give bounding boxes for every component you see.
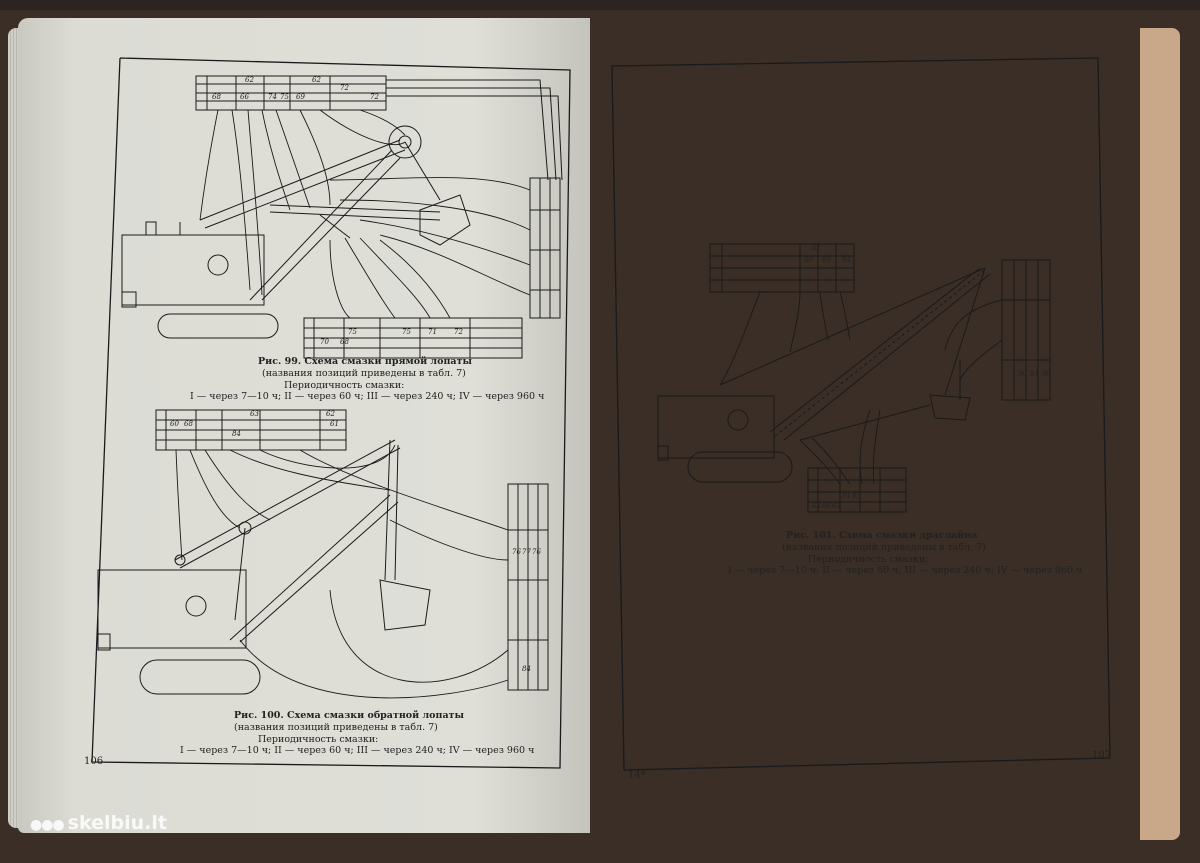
fig101-top-table [709, 243, 855, 293]
fig99-cell: 66 [240, 93, 249, 101]
fig101-cell: 61 [812, 244, 821, 252]
fig101-bottom-cell: 65 [812, 502, 821, 510]
fig101-bottom-cell: 95 [852, 492, 861, 500]
watermark-logo-icon: ●●● [30, 817, 65, 833]
fig101-period-label: Периодичность смазки: [808, 554, 929, 565]
fig100-cell: 68 [184, 420, 193, 428]
fig99-cell: 62 [312, 76, 321, 84]
fig99-cell: 62 [245, 76, 254, 84]
fig100-backhoe [97, 439, 431, 695]
fig101-period-text: I — через 7—10 ч; II — через 60 ч; III —… [728, 565, 1083, 576]
fig101-side-table [1001, 259, 1051, 401]
fig100-side-cell: 77 [522, 548, 531, 556]
fig100-cell: 60 [170, 420, 179, 428]
fig99-period-text: I — через 7—10 ч; II — через 60 ч; III —… [190, 391, 545, 402]
fig99-bottom-cell: 71 [428, 328, 437, 336]
fig101-dragline [657, 267, 991, 483]
fig101-bottom-cell: 67 [832, 502, 841, 510]
fig99-cell: 68 [212, 93, 221, 101]
fig100-subtitle: (названия позиций приведены в табл. 7) [234, 722, 438, 733]
book-edge [1140, 28, 1180, 840]
fig100-cell: 63 [250, 410, 259, 418]
fig99-bottom-table [303, 317, 523, 359]
right-footer-mark: 14* [628, 770, 646, 781]
fig99-top-table [195, 75, 387, 111]
fig101-subtitle: (названия позиций приведены в табл. 7) [782, 542, 986, 553]
fig101-cell: 89 [822, 256, 831, 264]
fig100-cell: 84 [232, 430, 241, 438]
fig99-bottom-cell: 75 [348, 328, 357, 336]
fig101-side-cell: 91 [1030, 370, 1039, 378]
fig101-side-cell: 90 [1018, 370, 1027, 378]
fig99-subtitle: (названия позиций приведены в табл. 7) [262, 368, 466, 379]
fig99-bottom-cell: 75 [402, 328, 411, 336]
watermark: ●●●skelbiu.lt [30, 812, 167, 834]
fig99-cell: 72 [370, 93, 379, 101]
fig101-side-cell: 98 [1042, 370, 1051, 378]
fig101-title: Рис. 101. Схема смазки драглайна [786, 530, 978, 541]
fig101-bottom-table [807, 467, 907, 513]
fig100-side-cell: 76 [532, 548, 541, 556]
fig100-top-table [155, 409, 347, 451]
fig99-cell: 69 [296, 93, 305, 101]
fig101-cell: 60 [804, 256, 813, 264]
left-page-frame [91, 57, 571, 769]
right-page-frame [611, 57, 1111, 771]
fig100-title: Рис. 100. Схема смазки обратной лопаты [234, 710, 465, 721]
fig100-side-cell: 84 [522, 665, 531, 673]
fig99-cell: 72 [340, 84, 349, 92]
fig101-cell: 94 [842, 256, 851, 264]
fig99-cell: 75 [280, 93, 289, 101]
right-page-number: 107 [1092, 750, 1112, 761]
fig99-cell: 74 [268, 93, 277, 101]
fig101-bottom-cell: 66 [822, 502, 831, 510]
left-page [18, 18, 590, 833]
fig101-bottom-cell: 91 [842, 492, 851, 500]
watermark-text: skelbiu.lt [67, 812, 167, 834]
fig100-side-cell: 76 [512, 548, 521, 556]
fig100-period-label: Периодичность смазки: [258, 734, 379, 745]
fig99-title: Рис. 99. Схема смазки прямой лопаты [258, 356, 472, 367]
left-page-number: 106 [84, 756, 104, 767]
fig100-side-table [507, 483, 549, 691]
fig100-period-text: I — через 7—10 ч; II — через 60 ч; III —… [180, 745, 535, 756]
fig101-leader-lines [719, 291, 1003, 485]
fig100-cell: 61 [330, 420, 339, 428]
fig99-side-table [529, 177, 561, 319]
fig99-period-label: Периодичность смазки: [284, 380, 405, 391]
fig100-leader-lines [175, 444, 509, 699]
fig99-bottom-cell: 72 [454, 328, 463, 336]
fig99-leader-lines [199, 109, 531, 319]
fig100-cell: 62 [326, 410, 335, 418]
fig99-bottom-cell: 68 [340, 338, 349, 346]
fig99-shovel [121, 125, 471, 339]
fig99-bottom-cell: 70 [320, 338, 329, 346]
